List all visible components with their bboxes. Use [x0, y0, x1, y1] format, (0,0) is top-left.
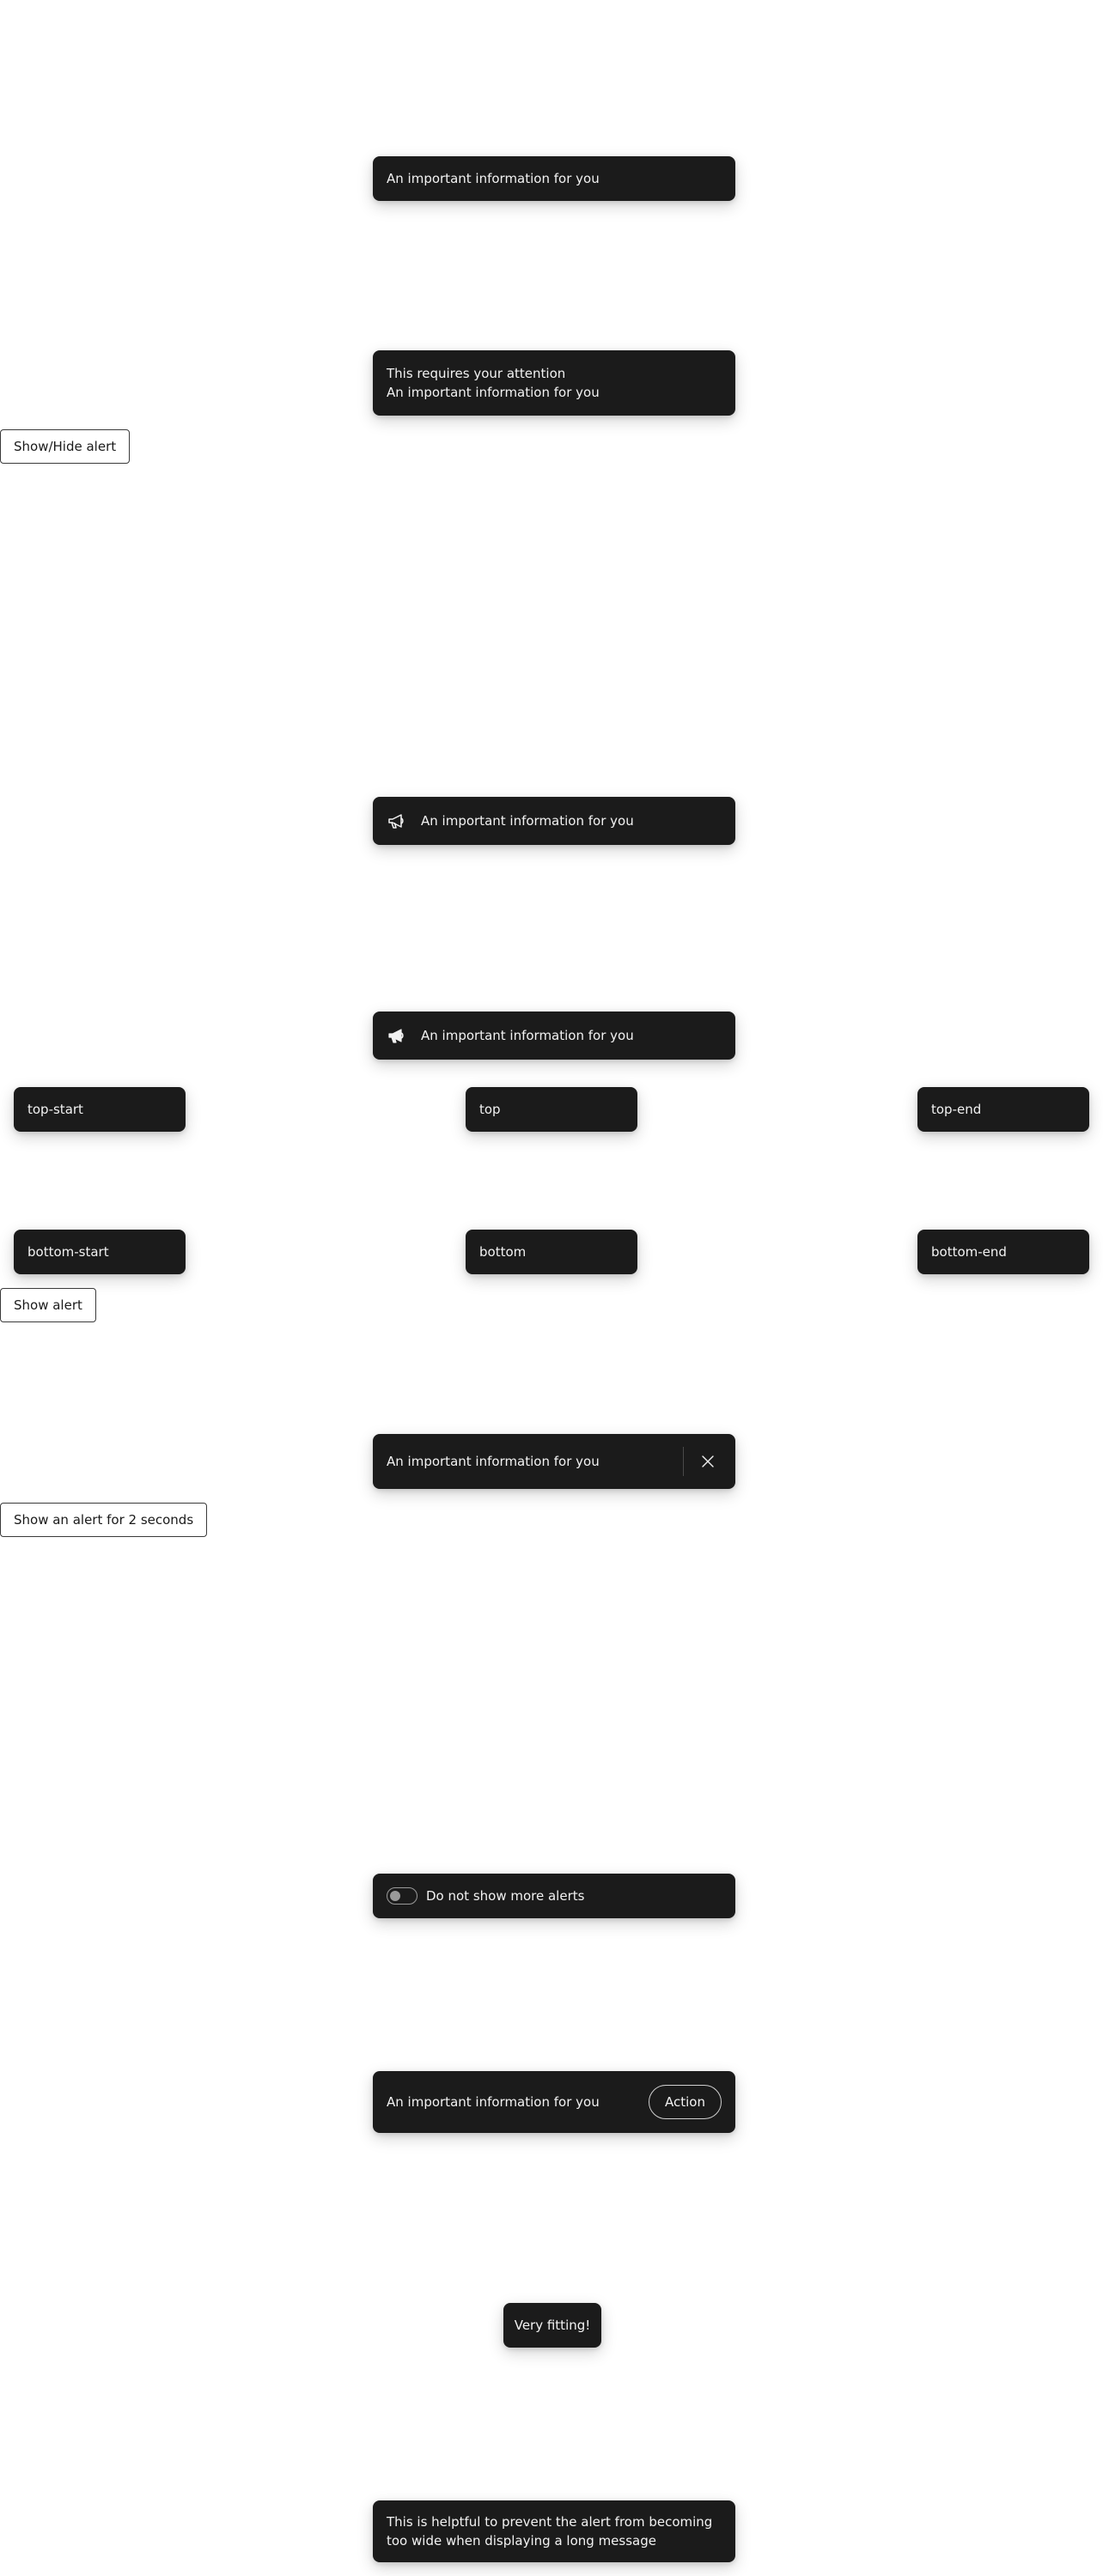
alert-message: An important information for you — [421, 1028, 634, 1043]
alert-top-end: top-end — [917, 1087, 1089, 1132]
close-icon[interactable] — [698, 1451, 718, 1472]
long-message-alert: This is helptful to prevent the alert fr… — [373, 2500, 735, 2562]
titled-alert: This requires your attention An importan… — [373, 350, 735, 416]
alert-message: An important information for you — [387, 385, 600, 400]
megaphone-filled-icon — [387, 1025, 421, 1046]
action-button[interactable]: Action — [649, 2085, 722, 2119]
alert-message: An important information for you — [387, 1454, 600, 1469]
divider — [683, 1447, 684, 1476]
closable-alert: An important information for you — [373, 1434, 735, 1489]
megaphone-outline-icon — [387, 811, 421, 831]
position-label: top-end — [931, 1102, 982, 1117]
action-alert: An important information for you Action — [373, 2071, 735, 2133]
position-label: top — [479, 1102, 501, 1117]
alert-bottom-start: bottom-start — [14, 1230, 186, 1274]
icon-alert-outline: An important information for you — [373, 797, 735, 845]
position-label: bottom-end — [931, 1244, 1007, 1260]
toggle-knob — [390, 1891, 400, 1901]
position-label: bottom — [479, 1244, 527, 1260]
alert-bottom: bottom — [466, 1230, 637, 1274]
fitting-alert: Very fitting! — [503, 2303, 601, 2348]
position-label: bottom-start — [27, 1244, 109, 1260]
toggle-alert: Do not show more alerts — [373, 1874, 735, 1918]
icon-alert-filled: An important information for you — [373, 1012, 735, 1060]
alert-top: top — [466, 1087, 637, 1132]
show-alert-button[interactable]: Show alert — [0, 1288, 96, 1322]
alert-top-start: top-start — [14, 1087, 186, 1132]
alert-message: This is helptful to prevent the alert fr… — [387, 2514, 713, 2549]
show-hide-alert-button[interactable]: Show/Hide alert — [0, 429, 131, 464]
do-not-show-toggle[interactable] — [387, 1887, 417, 1905]
toggle-label: Do not show more alerts — [426, 1888, 585, 1904]
alert-bottom-end: bottom-end — [917, 1230, 1089, 1274]
basic-alert: An important information for you — [373, 156, 735, 201]
show-timed-alert-button[interactable]: Show an alert for 2 seconds — [0, 1503, 208, 1537]
alert-title: This requires your attention — [387, 366, 566, 381]
alert-message: An important information for you — [387, 171, 600, 186]
position-label: top-start — [27, 1102, 83, 1117]
alert-message: Very fitting! — [514, 2318, 591, 2333]
alert-message: An important information for you — [421, 813, 634, 829]
alert-message: An important information for you — [387, 2094, 600, 2110]
